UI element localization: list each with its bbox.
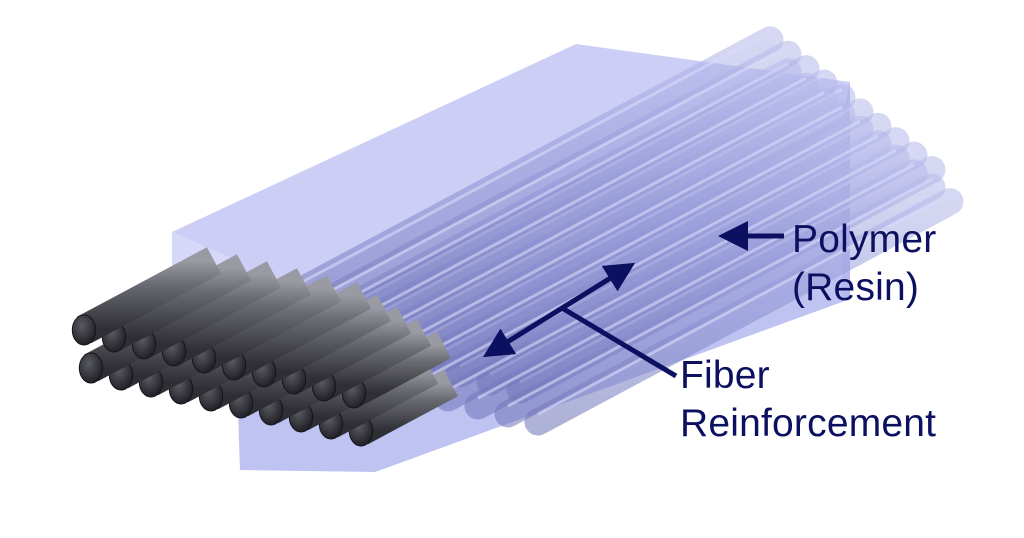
resin-rod-highlight	[357, 105, 843, 368]
fiber-rod	[166, 268, 312, 365]
resin-rod-highlight	[477, 163, 915, 400]
fiber-rod	[136, 261, 282, 358]
resin-rod-highlight	[327, 91, 825, 360]
polymer-label-line2: (Resin)	[792, 266, 920, 309]
fiber-end	[78, 352, 104, 384]
fiber-label-line2: Reinforcement	[680, 402, 937, 445]
fiber-rod	[316, 319, 432, 400]
resin-rod-highlight	[249, 30, 771, 312]
resin-rod	[266, 40, 802, 340]
fiber-label: Fiber Reinforcement	[680, 352, 936, 448]
resin-rod	[434, 144, 910, 412]
resin-rod	[524, 188, 964, 436]
resin-rod-highlight	[297, 76, 807, 352]
polymer-label: Polymer (Resin)	[792, 216, 936, 312]
resin-rod-highlight	[537, 192, 951, 416]
fiber-rod	[323, 357, 439, 438]
fiber-rod	[286, 306, 412, 393]
fiber-end	[71, 314, 97, 346]
fiber-rod	[76, 247, 222, 344]
fiber-rod	[226, 282, 372, 379]
fiber-rod	[256, 294, 392, 386]
resin-rod	[494, 173, 946, 428]
fiber-rod	[353, 369, 459, 445]
resin-rod-highlight	[279, 44, 789, 320]
resin-rod-highlight	[387, 120, 861, 376]
fiber-direction-arrow	[482, 262, 636, 358]
resin-rod	[314, 87, 838, 380]
fiber-rod	[346, 331, 452, 407]
fiber-leader-line	[560, 305, 678, 379]
resin-rod	[374, 115, 874, 396]
resin-rod	[464, 159, 928, 420]
fiber-rod	[196, 275, 342, 372]
resin-rod	[236, 26, 784, 332]
fiber-rod	[106, 254, 252, 351]
resin-rod-highlight	[507, 177, 933, 408]
resin-rod	[344, 101, 856, 388]
polymer-label-line1: Polymer	[792, 218, 937, 261]
exposed-fibers	[71, 247, 459, 447]
fiber-label-line1: Fiber	[680, 354, 770, 397]
